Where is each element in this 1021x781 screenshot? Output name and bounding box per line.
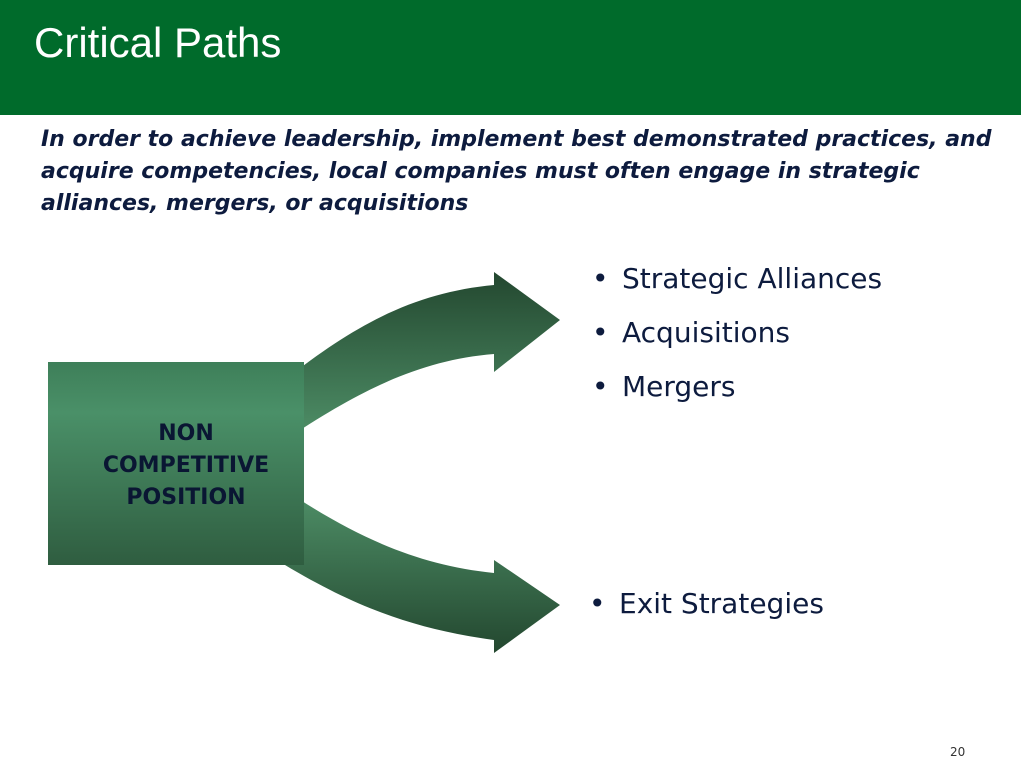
list-item: • Acquisitions — [592, 306, 882, 360]
header-bar — [0, 0, 1021, 115]
list-item-label: Strategic Alliances — [622, 262, 883, 295]
lower-path-item-label: Exit Strategies — [619, 587, 824, 620]
list-item: • Mergers — [592, 360, 882, 414]
bullet-icon: • — [592, 262, 609, 295]
lower-path-arrow — [285, 490, 560, 653]
upper-path-list: • Strategic Alliances • Acquisitions • Merg… — [592, 252, 882, 414]
bullet-icon: • — [592, 370, 609, 403]
list-item-label: Acquisitions — [622, 316, 790, 349]
page-number: 20 — [950, 745, 966, 759]
list-item-label: Mergers — [622, 370, 736, 403]
bullet-icon: • — [592, 316, 609, 349]
box-label-line-3: POSITION — [126, 485, 246, 510]
box-label: NON COMPETITIVE POSITION — [66, 418, 306, 514]
bullet-icon: • — [589, 587, 606, 620]
slide-subtitle: In order to achieve leadership, implemen… — [41, 127, 992, 216]
upper-path-arrow — [285, 272, 560, 440]
box-label-line-2: COMPETITIVE — [102, 453, 270, 478]
lower-path-item: • Exit Strategies — [589, 582, 824, 626]
list-item: • Strategic Alliances — [592, 252, 882, 306]
slide-title: Critical Paths — [34, 19, 282, 66]
non-competitive-position-box — [48, 362, 304, 565]
box-label-line-1: NON — [158, 421, 214, 446]
